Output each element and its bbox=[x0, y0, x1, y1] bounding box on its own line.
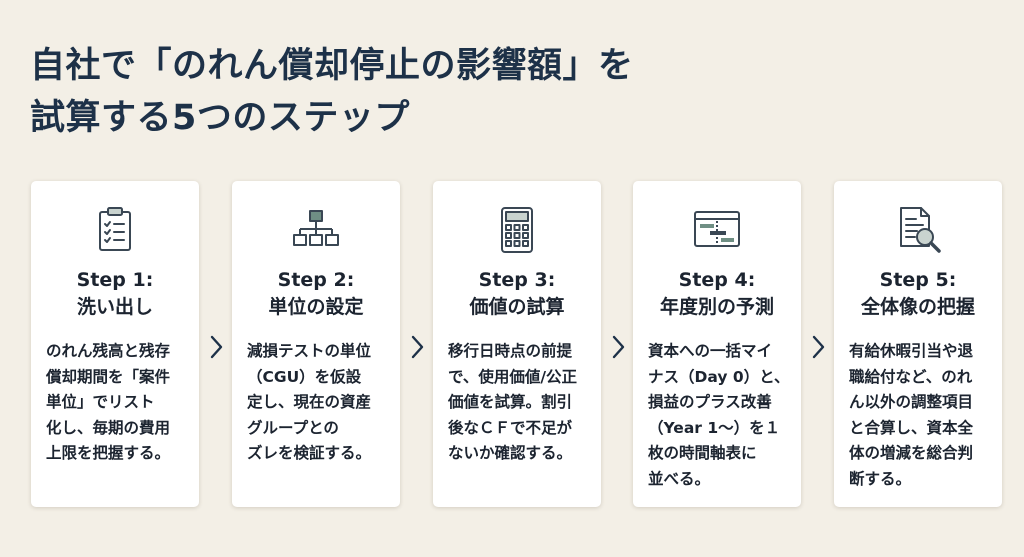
step-title: 年度別の予測 bbox=[659, 296, 774, 318]
desc-line: 後なＣＦで不足が bbox=[448, 418, 573, 437]
timeline-chart-icon bbox=[690, 203, 744, 257]
desc-line: グループとの bbox=[247, 418, 339, 437]
desc-line: 有給休暇引当や退 bbox=[849, 342, 974, 360]
step-number: Step 2: bbox=[277, 269, 355, 291]
desc-line: （CGU）を仮設 bbox=[247, 367, 362, 386]
desc-line: 損益のプラス改善 bbox=[648, 393, 772, 411]
step-description: のれん残高と残存 償却期間を「案件 単位」でリスト 化し、毎期の費用 上限を把握… bbox=[46, 339, 191, 467]
step-number: Step 1: bbox=[76, 269, 154, 291]
step-title: 全体像の把握 bbox=[860, 296, 975, 318]
step-title: 単位の設定 bbox=[268, 296, 364, 318]
desc-line: ないか確認する。 bbox=[448, 444, 573, 462]
title-line-1: 自社で「のれん償却停止の影響額」を bbox=[30, 46, 634, 86]
document-magnifier-icon bbox=[891, 203, 945, 257]
desc-line: 償却期間を「案件 bbox=[46, 367, 171, 386]
step-number: Step 4: bbox=[678, 269, 756, 291]
step-card-5: Step 5: 全体像の把握 有給休暇引当や退 職給付など、のれ ん以外の調整項… bbox=[834, 181, 1002, 507]
desc-line: 枚の時間軸表に bbox=[648, 444, 757, 462]
desc-line: 定し、現在の資産 bbox=[247, 393, 372, 411]
desc-line: 職給付など、のれ bbox=[849, 367, 973, 386]
chevron-right-icon bbox=[606, 331, 630, 363]
desc-line: ズレを検証する。 bbox=[247, 444, 372, 462]
step-card-2: Step 2: 単位の設定 減損テストの単位 （CGU）を仮設 定し、現在の資産… bbox=[232, 181, 400, 507]
title-line-2: 試算する5つのステップ bbox=[30, 98, 410, 138]
chevron-right-icon bbox=[405, 331, 429, 363]
step-title: 洗い出し bbox=[76, 296, 153, 318]
steps-flow: Step 1: 洗い出し のれん残高と残存 償却期間を「案件 単位」でリスト 化… bbox=[31, 181, 1003, 507]
desc-line: 化し、毎期の費用 bbox=[46, 418, 171, 437]
step-description: 減損テストの単位 （CGU）を仮設 定し、現在の資産 グループとの ズレを検証す… bbox=[247, 339, 392, 467]
desc-line: 並べる。 bbox=[648, 469, 711, 488]
step-number: Step 5: bbox=[879, 269, 957, 291]
step-description: 資本への一括マイ ナス（Day 0）と、 損益のプラス改善 （Year 1〜）を… bbox=[648, 339, 793, 492]
desc-line: 上限を把握する。 bbox=[46, 444, 171, 462]
desc-line: と合算し、資本全 bbox=[849, 418, 974, 437]
chevron-right-icon bbox=[806, 331, 830, 363]
desc-line: で、使用価値/公正 bbox=[448, 367, 578, 386]
desc-line: 減損テストの単位 bbox=[247, 342, 372, 360]
step-card-1: Step 1: 洗い出し のれん残高と残存 償却期間を「案件 単位」でリスト 化… bbox=[31, 181, 199, 507]
desc-line: 断する。 bbox=[849, 469, 912, 488]
step-description: 有給休暇引当や退 職給付など、のれ ん以外の調整項目 と合算し、資本全 体の増減… bbox=[849, 339, 994, 492]
desc-line: ナス（Day 0）と、 bbox=[648, 367, 790, 386]
desc-line: 移行日時点の前提 bbox=[448, 342, 573, 360]
desc-line: （Year 1〜）を１ bbox=[648, 418, 781, 437]
desc-line: のれん残高と残存 bbox=[46, 342, 171, 360]
desc-line: ん以外の調整項目 bbox=[849, 393, 974, 411]
desc-line: 体の増減を総合判 bbox=[849, 444, 974, 462]
page-title: 自社で「のれん償却停止の影響額」を 試算する5つのステップ bbox=[30, 40, 634, 144]
desc-line: 価値を試算。割引 bbox=[448, 393, 573, 411]
desc-line: 資本への一括マイ bbox=[648, 342, 773, 360]
step-title: 価値の試算 bbox=[469, 296, 565, 318]
step-description: 移行日時点の前提 で、使用価値/公正 価値を試算。割引 後なＣＦで不足が ないか… bbox=[448, 339, 593, 467]
step-card-3: Step 3: 価値の試算 移行日時点の前提 で、使用価値/公正 価値を試算。割… bbox=[433, 181, 601, 507]
step-number: Step 3: bbox=[478, 269, 556, 291]
chevron-right-icon bbox=[204, 331, 228, 363]
calculator-icon bbox=[490, 203, 544, 257]
desc-line: 単位」でリスト bbox=[46, 393, 155, 411]
clipboard-checklist-icon bbox=[88, 203, 142, 257]
hierarchy-icon bbox=[289, 203, 343, 257]
step-card-4: Step 4: 年度別の予測 資本への一括マイ ナス（Day 0）と、 損益のプ… bbox=[633, 181, 801, 507]
